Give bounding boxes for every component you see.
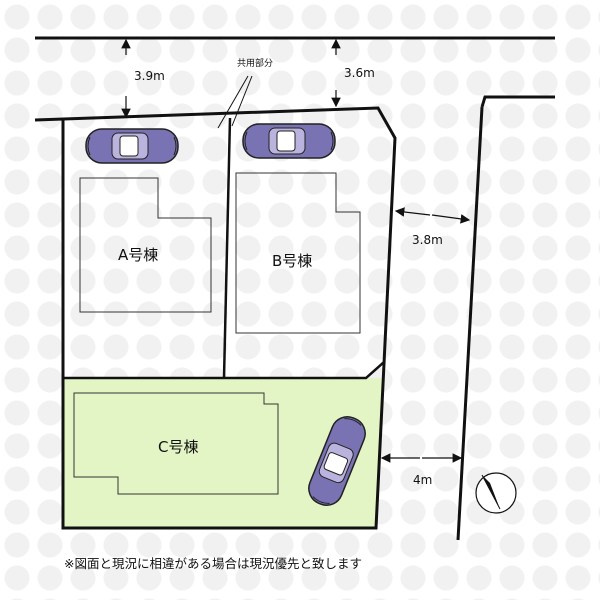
shared-part-label: 共用部分 bbox=[237, 57, 273, 69]
dimension-arrow-3-8 bbox=[394, 207, 431, 217]
dimension-arrow-3-8-right bbox=[431, 214, 471, 224]
building-a-footprint bbox=[79, 177, 212, 313]
lot-divider-ab bbox=[222, 117, 232, 379]
building-b-footprint bbox=[235, 172, 361, 334]
building-c-label: C号棟 bbox=[158, 438, 198, 456]
disclaimer-note: ※図面と現況に相違がある場合は現況優先と致します bbox=[64, 556, 362, 571]
site-boundary bbox=[34, 106, 397, 530]
car-icon bbox=[85, 128, 179, 164]
building-c-footprint bbox=[73, 392, 279, 495]
building-a-label: A号棟 bbox=[118, 246, 158, 264]
dimension-top-left: 3.9m bbox=[134, 69, 165, 83]
right-road-edge bbox=[456, 106, 484, 541]
shared-part-pointer bbox=[231, 75, 253, 127]
dimension-right-lower: 4m bbox=[413, 473, 432, 487]
building-b-label: B号棟 bbox=[272, 252, 312, 270]
shared-part-pointer bbox=[217, 75, 249, 129]
north-arrow-icon bbox=[475, 472, 517, 514]
dimension-top-right: 3.6m bbox=[344, 66, 375, 80]
lot-divider-c bbox=[63, 361, 385, 380]
car-icon bbox=[242, 123, 336, 159]
dimension-right-upper: 3.8m bbox=[412, 233, 443, 247]
right-road-line bbox=[480, 95, 555, 108]
lot-c bbox=[63, 362, 384, 528]
